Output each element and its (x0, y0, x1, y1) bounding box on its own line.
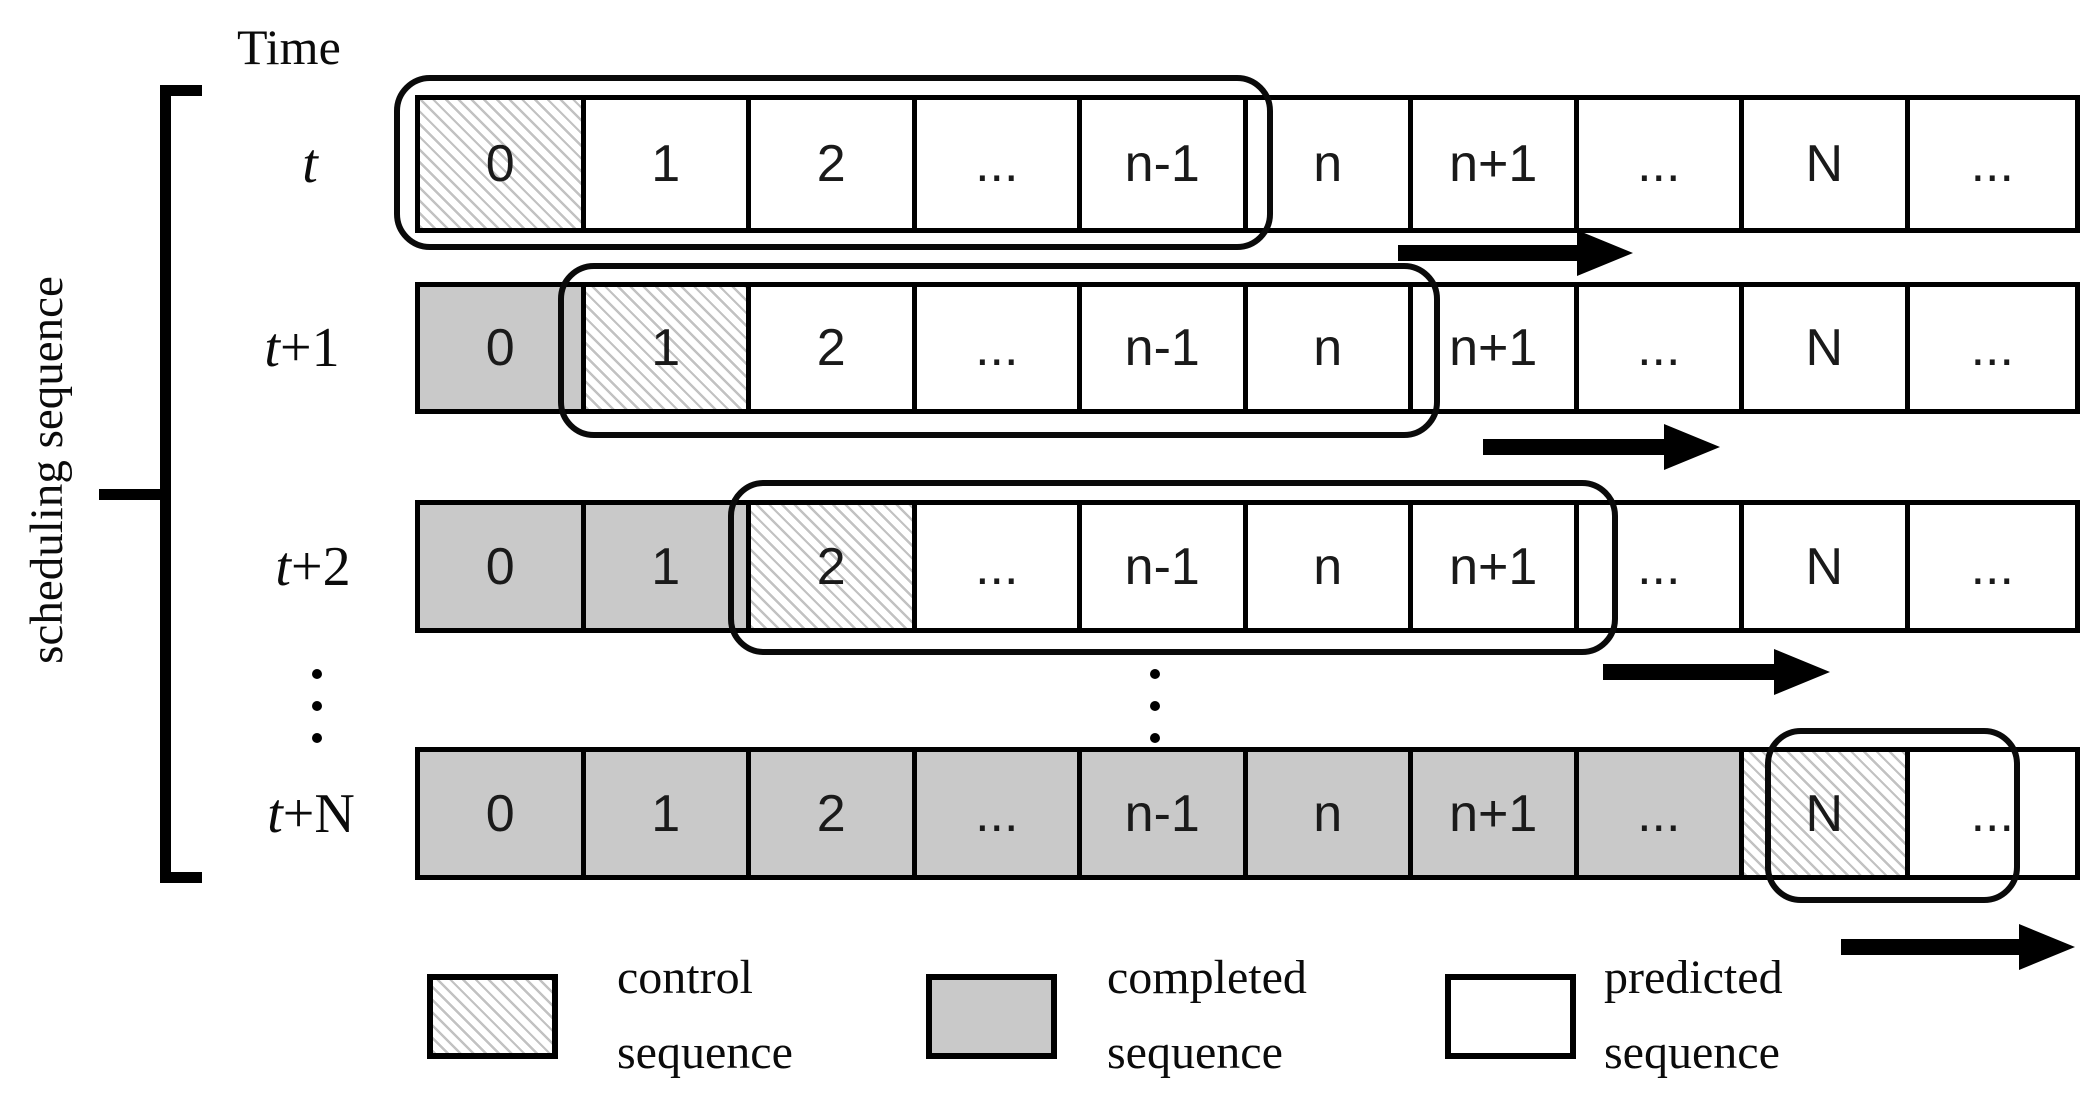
legend-label-line1: predicted (1604, 951, 1783, 1004)
row-label-t+N: t+N (267, 782, 355, 846)
cell-predicted-...: ... (1909, 100, 2075, 228)
cell-predicted-n+1: n+1 (1413, 287, 1579, 409)
legend-label-line2: sequence (617, 1026, 793, 1079)
vertical-ellipsis-icon (1150, 701, 1160, 711)
cell-predicted-n: n (1247, 287, 1413, 409)
time-shift-arrow-icon (1398, 230, 1633, 276)
cell-predicted-...: ... (916, 287, 1082, 409)
bracket-bottom-serif (160, 872, 202, 883)
cell-predicted-...: ... (916, 100, 1082, 228)
cell-completed-...: ... (1578, 752, 1744, 875)
cell-predicted-n: n (1247, 100, 1413, 228)
cell-completed-n: n (1247, 752, 1413, 875)
vertical-ellipsis-icon (312, 733, 322, 743)
time-shift-arrow-icon (1841, 924, 2075, 970)
legend-swatch-control (427, 974, 558, 1059)
cell-completed-1: 1 (585, 505, 751, 628)
cell-completed-0: 0 (420, 752, 586, 875)
cell-completed-0: 0 (420, 505, 586, 628)
legend-label-completed: completed sequence (1107, 940, 1307, 1090)
row-label-t+2: t+2 (275, 535, 350, 599)
selection-window-t (394, 75, 1273, 250)
row-label-t+1: t+1 (264, 316, 339, 380)
cell-completed-2: 2 (751, 752, 917, 875)
cell-completed-n-1: n-1 (1082, 752, 1248, 875)
cell-completed-1: 1 (585, 752, 751, 875)
cell-control-N: N (1744, 752, 1910, 875)
cell-control-1: 1 (585, 287, 751, 409)
legend-label-line2: sequence (1107, 1026, 1283, 1079)
cell-predicted-2: 2 (751, 100, 917, 228)
legend-label-predicted: predicted sequence (1604, 940, 1783, 1090)
time-offset: +1 (279, 317, 340, 379)
vertical-ellipsis-icon (312, 701, 322, 711)
time-variable: t (302, 133, 318, 195)
legend-label-line2: sequence (1604, 1026, 1780, 1079)
time-shift-arrow-icon (1603, 649, 1830, 695)
selection-window-t+2 (728, 480, 1618, 655)
row-label-t: t (302, 132, 318, 196)
cell-predicted-...: ... (1909, 505, 2075, 628)
time-offset: +2 (290, 535, 351, 598)
cell-predicted-1: 1 (585, 100, 751, 228)
vertical-ellipsis-icon (1150, 669, 1160, 679)
legend-swatch-completed (926, 974, 1057, 1059)
selection-window-t+N (1765, 728, 2020, 903)
cell-predicted-...: ... (1578, 100, 1744, 228)
time-offset: +N (282, 782, 355, 845)
cell-predicted-n-1: n-1 (1082, 100, 1248, 228)
time-axis-label: Time (237, 19, 341, 75)
legend-label-line1: completed (1107, 951, 1307, 1004)
cell-predicted-...: ... (1909, 752, 2075, 875)
legend-swatch-predicted (1445, 974, 1576, 1059)
time-variable: t (267, 782, 283, 845)
time-shift-arrow-icon (1483, 424, 1720, 470)
cell-predicted-N: N (1744, 287, 1910, 409)
bracket-top-serif (160, 85, 202, 96)
cell-predicted-n-1: n-1 (1082, 287, 1248, 409)
cell-predicted-n: n (1247, 505, 1413, 628)
bracket-vertical-bar (160, 85, 171, 883)
time-variable: t (264, 317, 280, 379)
cell-predicted-...: ... (916, 505, 1082, 628)
cell-predicted-2: 2 (751, 287, 917, 409)
legend-label-line1: control (617, 951, 753, 1004)
scheduling-sequence-label: scheduling sequence (21, 276, 73, 664)
cell-control-2: 2 (751, 505, 917, 628)
cell-predicted-...: ... (1578, 287, 1744, 409)
time-variable: t (275, 535, 291, 598)
cell-predicted-N: N (1744, 505, 1910, 628)
cell-completed-...: ... (916, 752, 1082, 875)
vertical-ellipsis-icon (1150, 733, 1160, 743)
cell-completed-n+1: n+1 (1413, 752, 1579, 875)
cell-completed-0: 0 (420, 287, 586, 409)
cell-predicted-n+1: n+1 (1413, 505, 1579, 628)
bracket-middle-tick (99, 489, 161, 500)
cell-predicted-n-1: n-1 (1082, 505, 1248, 628)
cell-predicted-...: ... (1578, 505, 1744, 628)
cell-predicted-...: ... (1909, 287, 2075, 409)
legend-label-control: control sequence (617, 940, 793, 1090)
cell-predicted-N: N (1744, 100, 1910, 228)
vertical-ellipsis-icon (312, 669, 322, 679)
cell-control-0: 0 (420, 100, 586, 228)
cell-predicted-n+1: n+1 (1413, 100, 1579, 228)
selection-window-t+1 (558, 263, 1440, 438)
